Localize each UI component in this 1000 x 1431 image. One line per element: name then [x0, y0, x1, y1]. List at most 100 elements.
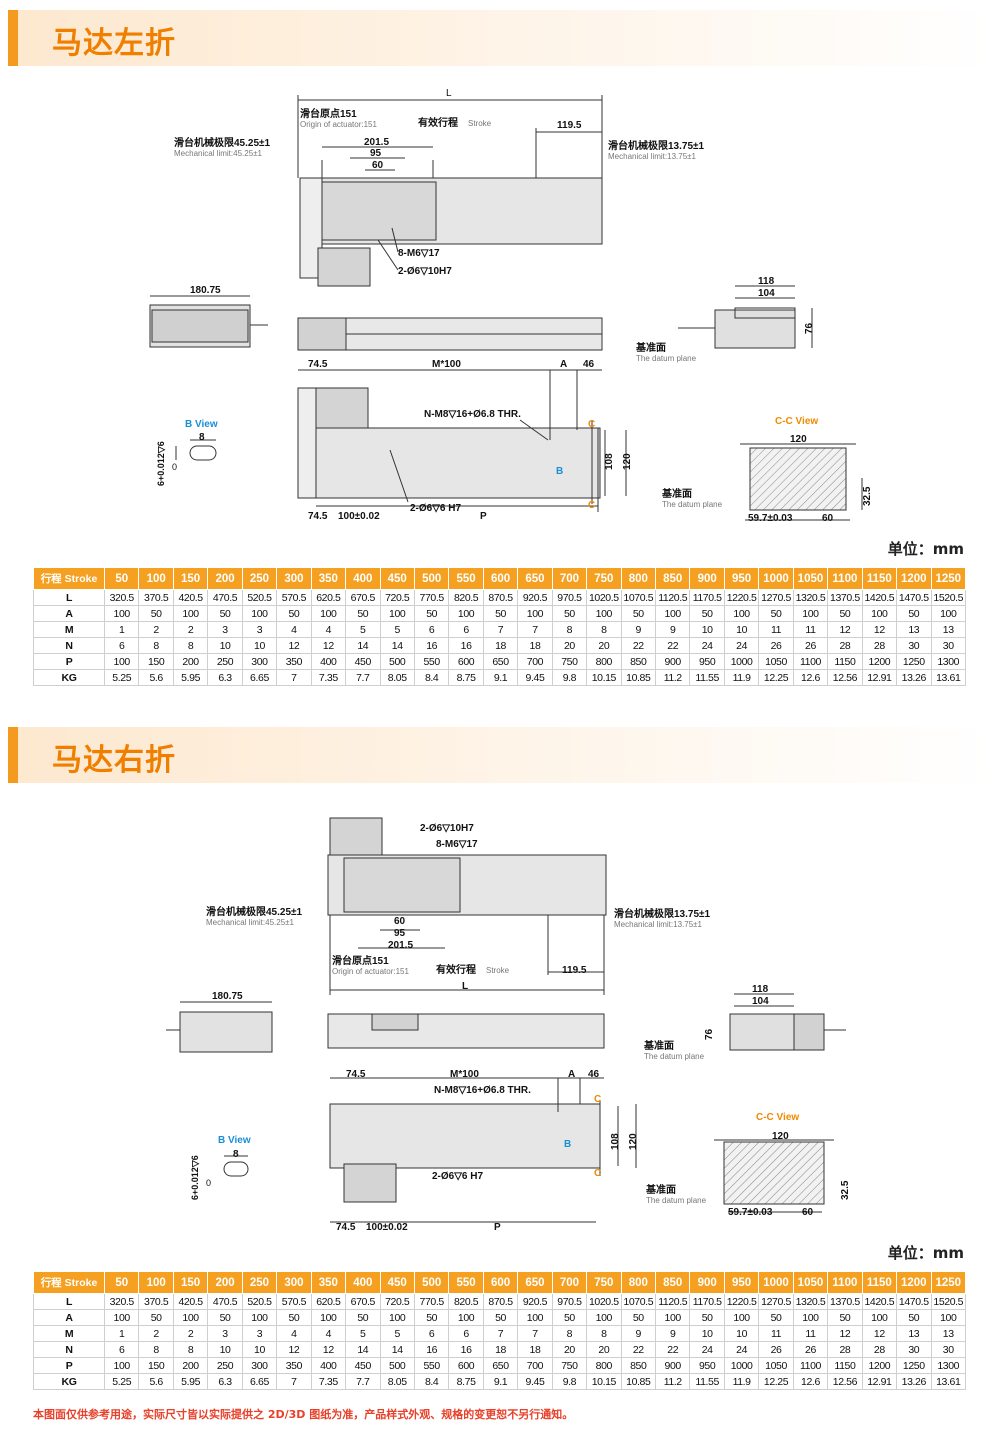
mech-left-cn: 滑台机械极限45.25±1: [206, 905, 303, 918]
label-ccview: C-C View: [775, 416, 818, 427]
table-cell: 9.8: [551, 669, 588, 686]
unit-label: 单位：mm: [887, 1244, 964, 1262]
table-cell: 2: [138, 1325, 174, 1342]
datum-cn: 基准面: [635, 341, 666, 354]
table-cell: 100: [103, 1309, 140, 1326]
table-cell: 26: [758, 1341, 794, 1358]
table-cell: 1100: [792, 653, 829, 670]
table-cell: 12: [827, 621, 863, 638]
dim-95: 95: [394, 928, 406, 939]
mech-right-en: Mechanical limit:13.75±1: [614, 920, 703, 929]
dim-8: 8: [233, 1149, 239, 1160]
dim-6: 6+0.012▽6: [190, 1155, 200, 1200]
row-label: KG: [33, 669, 105, 686]
dim-180-75: 180.75: [212, 991, 243, 1002]
table-cell: 12: [310, 637, 347, 654]
header-stroke-value: 1200: [896, 567, 932, 590]
table-cell: 950: [689, 653, 725, 670]
table-cell: 7: [482, 1325, 519, 1342]
table-cell: 100: [792, 1309, 829, 1326]
table-cell: 8: [172, 1341, 209, 1358]
table-cell: 9.8: [551, 1373, 588, 1390]
dim-119-5: 119.5: [562, 965, 587, 976]
header-stroke-value: 50: [103, 1271, 140, 1294]
table-cell: 8.75: [448, 669, 484, 686]
table-cell: 670.5: [345, 1293, 381, 1310]
table-cell: 6: [413, 1325, 450, 1342]
table-cell: 4: [310, 1325, 347, 1342]
datum-en: The datum plane: [636, 354, 697, 363]
table-cell: 7.35: [310, 669, 347, 686]
table-cell: 1100: [792, 1357, 829, 1374]
table-cell: 18: [517, 637, 553, 654]
table-cell: 570.5: [276, 589, 312, 606]
stroke-en: Stroke: [486, 966, 510, 975]
datum-en-2: The datum plane: [662, 500, 723, 509]
table-cell: 10: [241, 637, 278, 654]
table-cell: 700: [517, 1357, 553, 1374]
table-cell: 3: [241, 1325, 278, 1342]
table-cell: 18: [517, 1341, 553, 1358]
table-cell: 9: [654, 621, 691, 638]
table-cell: 920.5: [517, 1293, 553, 1310]
dim-74-5: 74.5: [308, 359, 328, 370]
label-bview: B View: [185, 419, 218, 430]
table-cell: 420.5: [172, 589, 209, 606]
table-cell: 12: [861, 1325, 898, 1342]
table-cell: 300: [241, 1357, 278, 1374]
label-B: B: [556, 466, 563, 477]
table-cell: 520.5: [241, 589, 278, 606]
header-stroke-value: 1050: [792, 567, 829, 590]
table-cell: 650: [482, 653, 519, 670]
dim-60: 60: [394, 916, 406, 927]
table-cell: 100: [448, 1309, 484, 1326]
table-cell: 18: [482, 1341, 519, 1358]
table-cell: 370.5: [138, 1293, 174, 1310]
header-stroke-value: 1250: [930, 1271, 966, 1294]
table-cell: 13: [896, 1325, 932, 1342]
table-cell: 12: [861, 621, 898, 638]
header-stroke-value: 650: [517, 1271, 553, 1294]
table-cell: 10: [723, 1325, 760, 1342]
header-stroke-value: 500: [413, 567, 450, 590]
table-cell: 50: [345, 605, 381, 622]
header-stroke-value: 1000: [758, 567, 794, 590]
section-header-left-fold: 马达左折: [8, 10, 992, 66]
table-cell: 520.5: [241, 1293, 278, 1310]
dim-8: 8: [199, 432, 205, 443]
table-cell: 7.7: [345, 1373, 381, 1390]
table-cell: 12.6: [792, 669, 829, 686]
table-cell: 100: [241, 1309, 278, 1326]
table-cell: 26: [792, 1341, 829, 1358]
table-cell: 1170.5: [689, 589, 725, 606]
table-cell: 1470.5: [896, 1293, 932, 1310]
header-stroke-value: 600: [482, 567, 519, 590]
table-cell: 30: [896, 1341, 932, 1358]
header-stroke-value: 600: [482, 1271, 519, 1294]
table-cell: 6.3: [207, 1373, 243, 1390]
section-title: 马达左折: [52, 26, 176, 61]
dim-118: 118: [758, 276, 775, 287]
table-cell: 9: [620, 621, 657, 638]
table-cell: 50: [896, 1309, 932, 1326]
table-cell: 300: [241, 653, 278, 670]
table-cell: 50: [620, 1309, 657, 1326]
technical-drawing-right-fold: 2-Ø6▽10H7 8-M6▽17 滑台机械极限45.25±1 Mechanic…: [0, 785, 1000, 1240]
table-cell: 8.75: [448, 1373, 484, 1390]
table-cell: 420.5: [172, 1293, 209, 1310]
footer-disclaimer: 本图面仅供参考用途，实际尺寸皆以实际提供之 2D/3D 图纸为准，产品样式外观、…: [33, 1408, 574, 1421]
table-cell: 750: [551, 653, 588, 670]
dim-P: P: [480, 511, 487, 522]
table-cell: 370.5: [138, 589, 174, 606]
table-cell: 500: [379, 1357, 415, 1374]
table-cell: 1220.5: [723, 589, 760, 606]
header-stroke-value: 250: [241, 1271, 278, 1294]
table-cell: 11: [792, 621, 829, 638]
table-cell: 5.6: [138, 669, 174, 686]
table-cell: 250: [207, 1357, 243, 1374]
dim-60b: 60: [822, 513, 834, 524]
table-cell: 100: [930, 1309, 966, 1326]
